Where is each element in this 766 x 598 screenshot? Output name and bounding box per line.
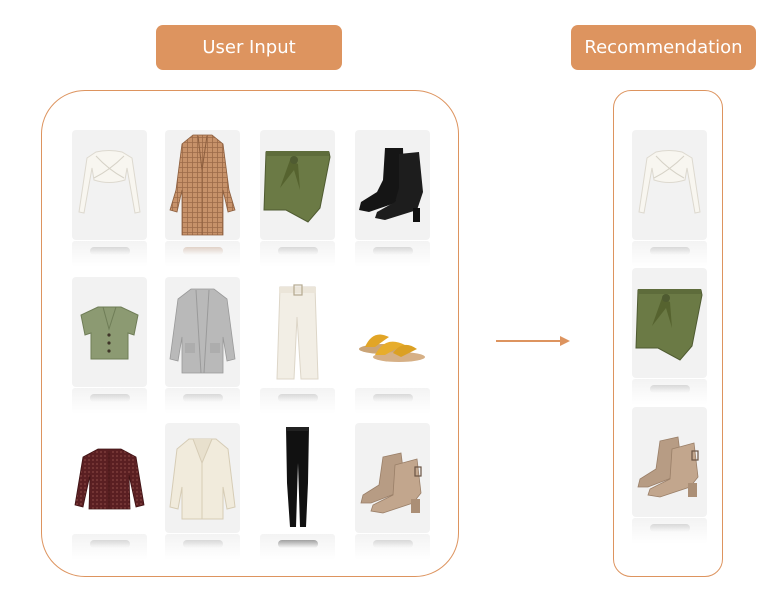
black-boots-icon [359, 148, 423, 222]
reflection [165, 241, 240, 267]
item-white-wrap-crop-top [72, 130, 147, 240]
item-sage-short-sleeve-cardigan [72, 277, 147, 387]
item-black-ankle-boots [355, 130, 430, 240]
item-burgundy-print-blouse [72, 423, 147, 533]
item-tan-peep-toe-boots [355, 423, 430, 533]
cream-teddy-coat-icon [169, 438, 236, 520]
olive-skirt-icon [263, 151, 331, 223]
white-trousers-icon [276, 284, 319, 380]
recommendation-label: Recommendation [571, 25, 756, 70]
white-crop-top-icon [638, 150, 701, 214]
item-yellow-toe-loop-sandals [355, 277, 430, 387]
grey-cardigan-icon [169, 288, 236, 374]
reflection [165, 388, 240, 414]
reflection [355, 534, 430, 560]
white-crop-top-icon [78, 150, 141, 214]
item-plaid-long-coat [165, 130, 240, 240]
reflection [72, 534, 147, 560]
user-input-label-text: User Input [202, 37, 296, 58]
plaid-coat-icon [169, 134, 236, 236]
black-jeans-icon [286, 427, 309, 527]
reflection [632, 518, 707, 544]
item-olive-wrap-skirt [260, 130, 335, 240]
item-cream-teddy-coat [165, 423, 240, 533]
rec-item-tan-peep-toe-boots [632, 407, 707, 517]
reflection [165, 534, 240, 560]
user-input-frame [41, 90, 459, 577]
item-white-belted-trousers [260, 277, 335, 387]
olive-skirt-icon [635, 289, 703, 361]
yellow-sandals-icon [359, 334, 425, 362]
reflection [632, 379, 707, 405]
item-black-skinny-jeans [260, 423, 335, 533]
tan-boots-icon [360, 452, 422, 514]
reflection [632, 241, 707, 267]
burgundy-blouse-icon [74, 448, 145, 510]
reflection [260, 241, 335, 267]
reflection [260, 534, 335, 560]
rec-item-white-wrap-crop-top [632, 130, 707, 240]
tan-boots-icon [637, 436, 699, 498]
user-input-label: User Input [156, 25, 342, 70]
rec-item-olive-wrap-skirt [632, 268, 707, 378]
reflection [355, 241, 430, 267]
recommendation-frame [613, 90, 723, 577]
sage-cardigan-icon [80, 306, 139, 360]
reflection [260, 388, 335, 414]
item-grey-long-cardigan [165, 277, 240, 387]
reflection [72, 241, 147, 267]
recommendation-label-text: Recommendation [584, 37, 743, 58]
arrow-right-icon [496, 336, 570, 346]
reflection [355, 388, 430, 414]
reflection [72, 388, 147, 414]
